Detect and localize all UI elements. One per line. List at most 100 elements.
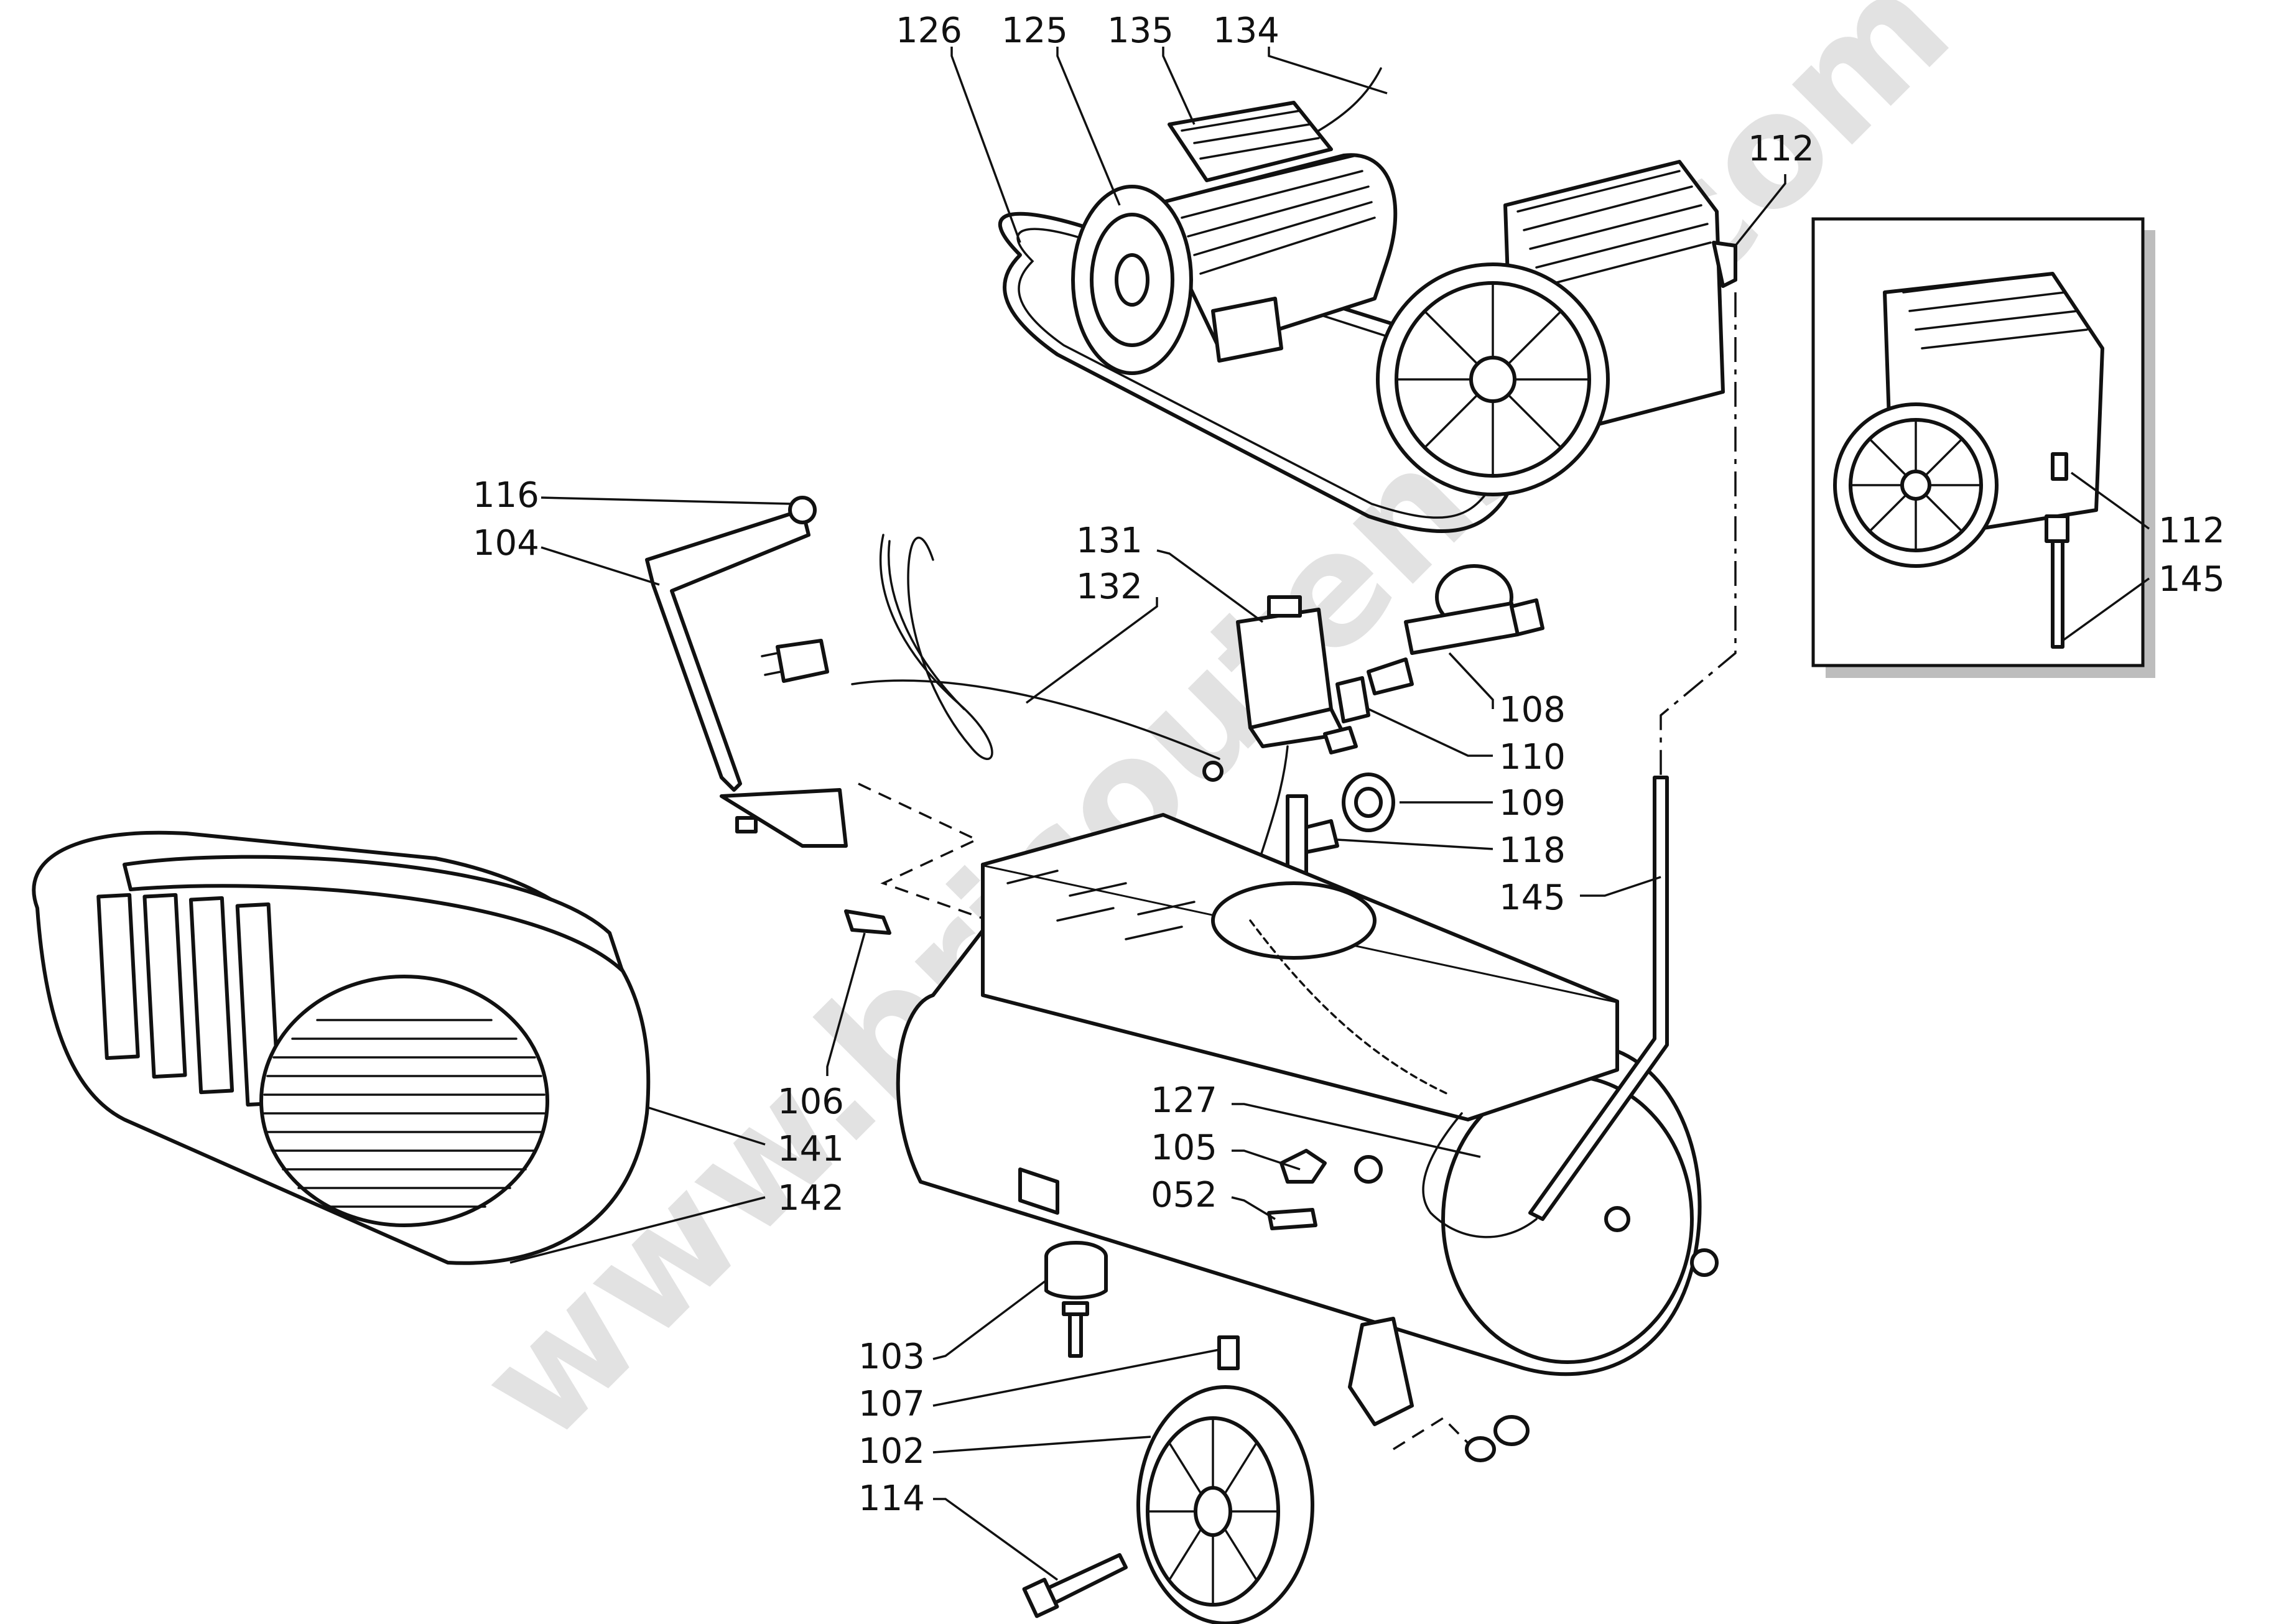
leader-102 — [932, 1436, 1151, 1454]
tank-foot — [1018, 1167, 1059, 1215]
tank-plug — [1690, 1248, 1719, 1277]
inset-pump-head — [1833, 272, 2104, 568]
electric-motor — [1149, 153, 1398, 350]
tank-drain-plug — [1604, 1206, 1630, 1232]
leader-125 — [1056, 47, 1121, 206]
label-114: 114 — [858, 1478, 925, 1519]
label-109: 109 — [1499, 783, 1566, 824]
label-052: 052 — [1151, 1175, 1217, 1215]
label-145: 145 — [1499, 878, 1566, 918]
label-106: 106 — [778, 1082, 844, 1122]
air-tank — [896, 813, 1719, 1426]
part-labels: 126 125 135 134 112 112 145 116 104 131 … — [473, 11, 2225, 1519]
leader-104 — [541, 546, 660, 586]
tank-end-cap — [1441, 1074, 1694, 1364]
pressure-switch — [1236, 608, 1333, 730]
belt-guard-slots — [96, 893, 281, 1107]
motor-assembly — [998, 67, 1523, 533]
fitting-107 — [1217, 1335, 1240, 1370]
label-126: 126 — [896, 11, 962, 51]
handle-bracket — [720, 788, 848, 848]
label-134: 134 — [1213, 11, 1279, 51]
label-127: 127 — [1151, 1080, 1217, 1121]
tank-handle — [645, 508, 810, 792]
label-131: 131 — [1076, 521, 1143, 561]
leader-114 — [933, 1498, 1059, 1581]
plate-opening — [1211, 881, 1377, 960]
fitting-110 — [1335, 676, 1370, 723]
guide-line-pump — [1660, 292, 1737, 777]
leader-134 — [1268, 47, 1388, 95]
belt-guard-rim — [123, 855, 624, 972]
leader-lines — [509, 47, 1786, 1581]
leader-110 — [1368, 708, 1493, 757]
leader-141 — [646, 1106, 766, 1146]
leader-132 — [1025, 597, 1158, 704]
label-112-inset: 112 — [2158, 511, 2225, 551]
tank-valve-group — [1286, 773, 1395, 891]
motor-plate — [981, 863, 1619, 1121]
screw — [1202, 761, 1224, 782]
leader-142 — [509, 1196, 766, 1264]
leader-107 — [932, 1348, 1220, 1407]
terminal-box — [1168, 101, 1333, 182]
wheel-bracket — [1348, 1317, 1414, 1426]
delivery-pipe-145 — [1528, 776, 1669, 1221]
guide-line-handle — [858, 782, 990, 922]
inset-pump-detail — [1811, 217, 2155, 678]
plug-105b — [1354, 1155, 1383, 1184]
guide-line-wheel — [1393, 1416, 1469, 1450]
belt-guard — [32, 830, 651, 1265]
cable-coil — [879, 534, 993, 760]
label-105: 105 — [1151, 1128, 1217, 1168]
label-103: 103 — [858, 1337, 925, 1377]
pressure-switch-group — [1202, 595, 1414, 916]
leader-105 — [1232, 1149, 1301, 1171]
fitting-108-nipple — [1367, 657, 1414, 695]
handle-cap — [788, 496, 817, 524]
handle-assembly — [645, 496, 848, 848]
power-cord-assembly — [761, 534, 1220, 760]
pump-outlet-elbow — [1712, 241, 1737, 288]
label-107: 107 — [858, 1384, 925, 1424]
label-135: 135 — [1107, 11, 1174, 51]
leader-127 — [1232, 1103, 1481, 1158]
label-125: 125 — [1001, 11, 1068, 51]
leader-106 — [826, 932, 866, 1076]
leader-108 — [1448, 652, 1494, 709]
tube-127 — [1422, 1112, 1538, 1238]
label-118: 118 — [1499, 830, 1566, 871]
belt-guard-grille — [259, 975, 549, 1227]
leader-131 — [1156, 549, 1264, 623]
rubber-foot-group — [1044, 1241, 1108, 1358]
label-142: 142 — [778, 1178, 844, 1218]
leader-118 — [1337, 838, 1493, 850]
pressure-regulator-group — [1404, 564, 1544, 655]
leader-126 — [950, 47, 1021, 243]
label-116: 116 — [473, 475, 539, 516]
inset-outlet-fitting — [2045, 452, 2069, 649]
safety-valve-106 — [844, 909, 891, 935]
foot-bolt — [1068, 1311, 1083, 1358]
valve-052 — [1267, 1208, 1317, 1230]
label-132: 132 — [1076, 567, 1143, 607]
wheel-group — [1022, 1335, 1530, 1624]
leader-145-inset — [2061, 577, 2150, 642]
leader-112 — [1734, 174, 1786, 247]
label-145-inset: 145 — [2158, 559, 2225, 600]
leader-112-inset — [2070, 471, 2150, 530]
power-plug — [776, 639, 829, 683]
leader-103 — [932, 1280, 1046, 1360]
washer — [1465, 1436, 1496, 1462]
pump-head-assembly — [1376, 160, 1737, 496]
label-102: 102 — [858, 1431, 925, 1472]
label-108: 108 — [1499, 690, 1566, 730]
label-141: 141 — [778, 1129, 844, 1169]
valve-105 — [1279, 1149, 1327, 1184]
switch-cable-routing — [1249, 919, 1451, 1096]
leader-135 — [1162, 47, 1196, 125]
label-110: 110 — [1499, 737, 1566, 777]
label-104: 104 — [473, 523, 539, 564]
power-cable-134 — [1317, 67, 1382, 132]
